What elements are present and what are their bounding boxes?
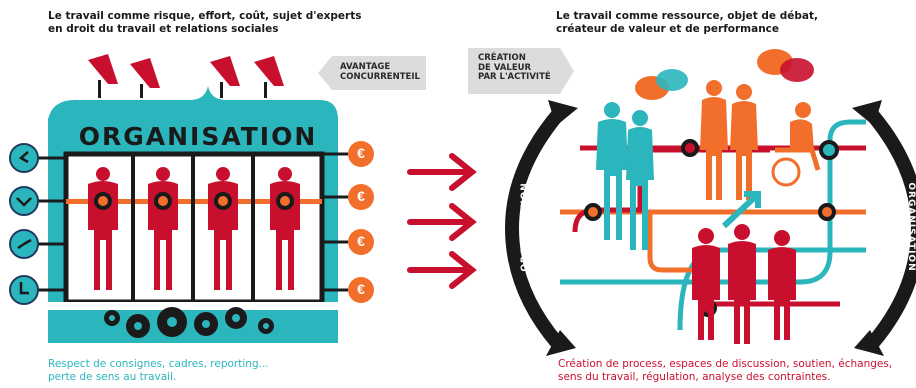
right-heading: Le travail comme ressource, objet de déb…: [556, 10, 818, 35]
arc-arrowhead: [852, 100, 882, 126]
arc-arrowhead: [548, 100, 578, 126]
cage-bars: [131, 154, 255, 302]
right-caption: Création de process, espaces de discussi…: [558, 358, 893, 383]
person-figure-orange: [700, 80, 758, 200]
clock-icon: [9, 275, 66, 305]
clock-icon: [9, 143, 66, 173]
clock-icon: [9, 229, 66, 259]
euro-icon: [322, 229, 374, 255]
megaphone-icon: [88, 54, 118, 98]
tag-avantage-concurrentiel: AVANTAGE CONCURRENTEIL: [318, 56, 428, 90]
arc-label-left: ORGANISATION: [520, 182, 530, 272]
euro-icon: [322, 277, 374, 303]
megaphone-icon: [130, 58, 160, 98]
organisation-roof: [48, 86, 338, 120]
organisation-arc-left: [504, 107, 566, 349]
joint-marker: [584, 139, 839, 317]
euro-icon: [322, 141, 374, 167]
arrow-up-icon: [721, 191, 761, 229]
gear-divider: [48, 302, 338, 310]
megaphone-icon: [210, 56, 240, 98]
person-figure-teal: [596, 102, 654, 250]
worker-figure: [270, 167, 300, 290]
euro-icon: [322, 184, 374, 210]
arc-label-right: ORGANISATION: [906, 182, 916, 272]
left-heading: Le travail comme risque, effort, coût, s…: [48, 10, 362, 35]
euro-symbol: €: [357, 145, 365, 161]
tag-avantage-shape: [318, 56, 426, 90]
tag-avantage-label: AVANTAGE CONCURRENTEIL: [340, 62, 420, 82]
worker-figure: [208, 167, 238, 290]
tag-creation-valeur: CRÉATION DE VALEUR PAR L'ACTIVITÉ: [468, 48, 576, 94]
joint-marker: [94, 192, 294, 210]
arc-arrowhead: [546, 330, 576, 356]
tag-creation-label: CRÉATION DE VALEUR PAR L'ACTIVITÉ: [478, 53, 551, 82]
euro-symbol: €: [357, 233, 365, 249]
arrow-right-icon: [407, 153, 477, 289]
megaphone-icon: [254, 56, 284, 98]
organisation-arc-right: [864, 107, 916, 349]
euro-symbol: €: [357, 188, 365, 204]
worker-figure: [88, 167, 118, 290]
gear-hole: [109, 314, 269, 330]
euro-symbol: €: [357, 281, 365, 297]
speech-bubble-icon: [757, 49, 814, 82]
clock-icon: [9, 186, 66, 216]
worker-figure: [148, 167, 178, 290]
person-figure-crimson: [692, 224, 796, 344]
arc-arrowhead: [854, 330, 884, 356]
left-caption: Respect de consignes, cadres, reporting.…: [48, 358, 269, 383]
organisation-title: ORGANISATION: [78, 122, 318, 151]
speech-bubble-icon: [635, 69, 688, 100]
wheelchair-icon: [771, 102, 821, 187]
tag-creation-shape: [468, 48, 574, 94]
